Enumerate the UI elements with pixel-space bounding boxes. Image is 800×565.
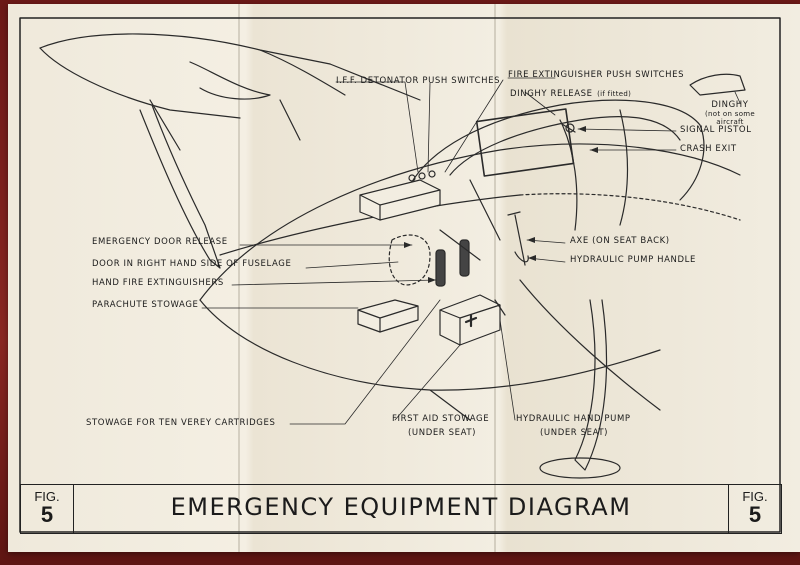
label-door-right: DOOR IN RIGHT HAND SIDE OF FUSELAGE bbox=[92, 259, 292, 269]
canopy-outline bbox=[409, 99, 705, 241]
label-hand-fire: HAND FIRE EXTINGUISHERS bbox=[92, 278, 224, 288]
label-crash-exit: CRASH EXIT bbox=[680, 144, 737, 154]
diagram-sheet bbox=[8, 4, 800, 552]
label-fire-ext-push: FIRE EXTINGUISHER PUSH SWITCHES bbox=[508, 70, 685, 80]
emergency-door-outline bbox=[388, 234, 431, 286]
figure-number-left: FIG. 5 bbox=[21, 485, 74, 533]
label-emergency-door: EMERGENCY DOOR RELEASE bbox=[92, 237, 228, 247]
hand-fire-extinguishers bbox=[435, 229, 481, 287]
leader-lines bbox=[201, 77, 741, 425]
label-first-aid: FIRST AID STOWAGE bbox=[392, 414, 490, 424]
axe-and-pump bbox=[494, 211, 529, 316]
parachute-stowage-shape bbox=[357, 299, 419, 333]
fig-number: 5 bbox=[748, 502, 762, 527]
arrowheads bbox=[404, 126, 598, 283]
label-dinghy: DINGHY bbox=[711, 100, 749, 110]
wing-struts bbox=[139, 99, 301, 269]
dinghy-shape bbox=[689, 73, 746, 96]
undercarriage bbox=[539, 299, 621, 479]
paper-fold bbox=[494, 4, 496, 552]
fig-label: FIG. bbox=[742, 489, 768, 504]
label-hyd-pump-handle: HYDRAULIC PUMP HANDLE bbox=[570, 255, 696, 265]
signal-pistol-shape bbox=[561, 123, 576, 133]
first-aid-box bbox=[439, 294, 501, 346]
detonator-switch-box bbox=[359, 170, 441, 221]
diagram-title: EMERGENCY EQUIPMENT DIAGRAM bbox=[170, 493, 632, 521]
diagram-border bbox=[19, 17, 781, 533]
label-axe: AXE (ON SEAT BACK) bbox=[570, 236, 670, 246]
title-block: FIG. 5 EMERGENCY EQUIPMENT DIAGRAM FIG. … bbox=[20, 484, 782, 534]
dinghy-release-note: (if fitted) bbox=[597, 90, 632, 98]
dinghy-release-text: DINGHY RELEASE bbox=[510, 89, 593, 99]
label-signal-pistol: SIGNAL PISTOL bbox=[680, 125, 752, 135]
fuselage-outline bbox=[199, 143, 741, 421]
figure-number-right: FIG. 5 bbox=[728, 485, 781, 533]
label-verey: STOWAGE FOR TEN VEREY CARTRIDGES bbox=[86, 418, 276, 428]
fig-number: 5 bbox=[40, 502, 54, 527]
fig-label: FIG. bbox=[34, 489, 60, 504]
label-dinghy-release: DINGHY RELEASE (if fitted) bbox=[510, 83, 631, 101]
label-dinghy-note-1: (not on some bbox=[704, 110, 756, 118]
label-parachute: PARACHUTE STOWAGE bbox=[92, 300, 199, 310]
paper-fold bbox=[238, 4, 240, 552]
label-first-aid-note: (UNDER SEAT) bbox=[408, 428, 477, 438]
label-dinghy-note-2: aircraft bbox=[716, 118, 744, 126]
label-hyd-hand-pump-note: (UNDER SEAT) bbox=[540, 428, 609, 438]
label-ife-detonator: I.F.F. DETONATOR PUSH SWITCHES bbox=[336, 76, 501, 86]
label-hyd-hand-pump: HYDRAULIC HAND PUMP bbox=[516, 414, 631, 424]
